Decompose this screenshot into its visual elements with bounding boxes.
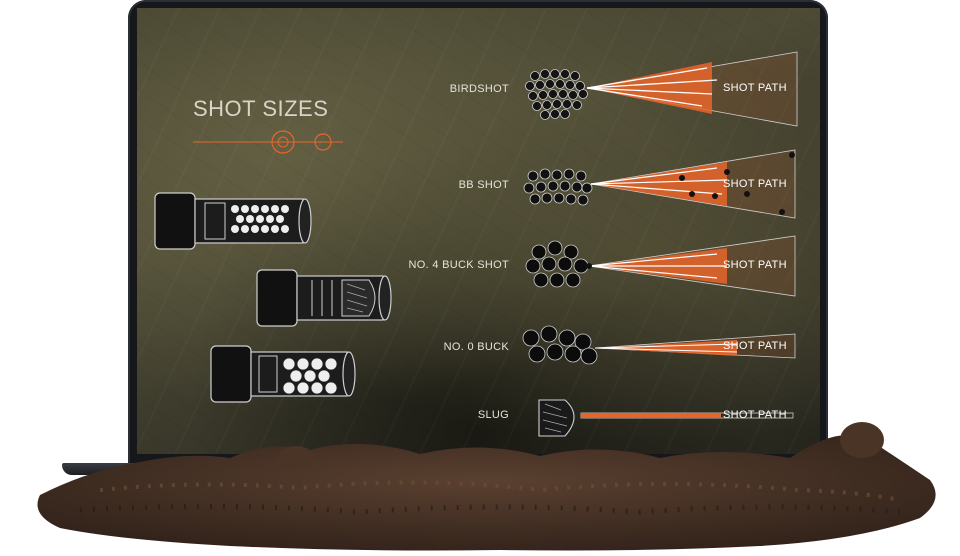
shot-path-label-no4-buck-shot: SHOT PATH <box>723 259 787 271</box>
shot-spread-cone-icon <box>586 235 796 297</box>
shotgun-shell-icon <box>154 192 312 250</box>
shot-path-label-bb-shot: SHOT PATH <box>723 178 787 190</box>
shell-illustrations <box>154 51 798 437</box>
shot-path-label-birdshot: SHOT PATH <box>723 82 787 94</box>
shot-path-label-slug: SHOT PATH <box>723 409 787 421</box>
shot-spread-cone-icon <box>580 412 794 419</box>
shot-path-label-no0-buck: SHOT PATH <box>723 340 787 352</box>
row-label-no0-buck: NO. 0 BUCK <box>443 341 509 353</box>
shot-spread-cone-icon <box>586 51 798 127</box>
shotgun-shell-icon <box>256 269 392 327</box>
crosshair-decoration-icon <box>193 130 343 154</box>
pellet-cluster-icon <box>525 69 588 120</box>
row-label-no4-buck-shot: NO. 4 BUCK SHOT <box>408 259 509 271</box>
shotgun-shell-icon <box>210 345 356 403</box>
pellet-cluster-icon <box>525 240 589 288</box>
row-label-slug: SLUG <box>477 409 509 421</box>
row-label-birdshot: BIRDSHOT <box>449 83 509 95</box>
slug-icon <box>538 399 575 437</box>
row-label-bb-shot: BB SHOT <box>458 179 509 191</box>
dirt-pile <box>37 422 936 551</box>
shot-spread-cone-icon <box>590 149 796 219</box>
pellet-cluster-icon <box>522 325 598 365</box>
laptop-screen: SHOT SIZES <box>137 8 820 454</box>
shot-spread-cone-icon <box>594 333 796 359</box>
pellet-cluster-icon <box>523 168 593 206</box>
page-title: SHOT SIZES <box>193 96 329 121</box>
